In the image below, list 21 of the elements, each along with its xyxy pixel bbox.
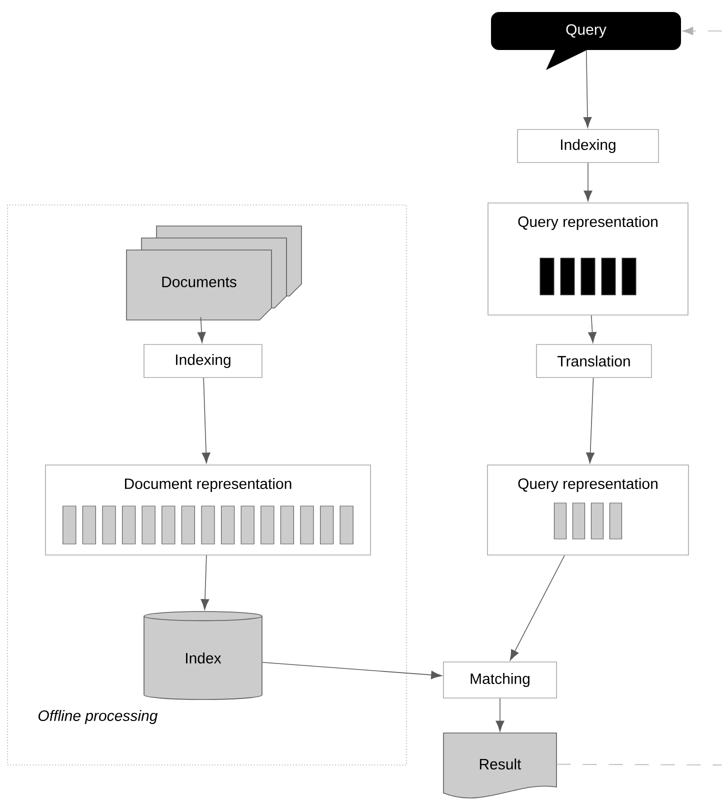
process-box: Translation — [536, 344, 652, 378]
process-box: Indexing — [517, 129, 659, 163]
arrow — [202, 378, 210, 464]
process-box: Indexing — [144, 344, 262, 378]
connector-line — [556, 764, 722, 766]
arrow — [588, 315, 597, 343]
document-stack: Documents — [126, 226, 302, 320]
group-label: Offline processing — [38, 710, 158, 724]
arrow — [682, 26, 722, 36]
speech-bubble: Query — [491, 12, 681, 70]
arrow — [583, 50, 592, 128]
process-box: Matching — [443, 662, 557, 698]
arrow — [496, 698, 504, 732]
arrow — [200, 555, 210, 610]
arrow — [510, 555, 565, 661]
arrow — [584, 162, 592, 202]
representation-box: Query representation — [487, 464, 689, 556]
arrow — [586, 378, 594, 464]
arrow — [197, 316, 206, 343]
arrow — [262, 662, 442, 680]
database-cylinder: Index — [144, 611, 262, 700]
